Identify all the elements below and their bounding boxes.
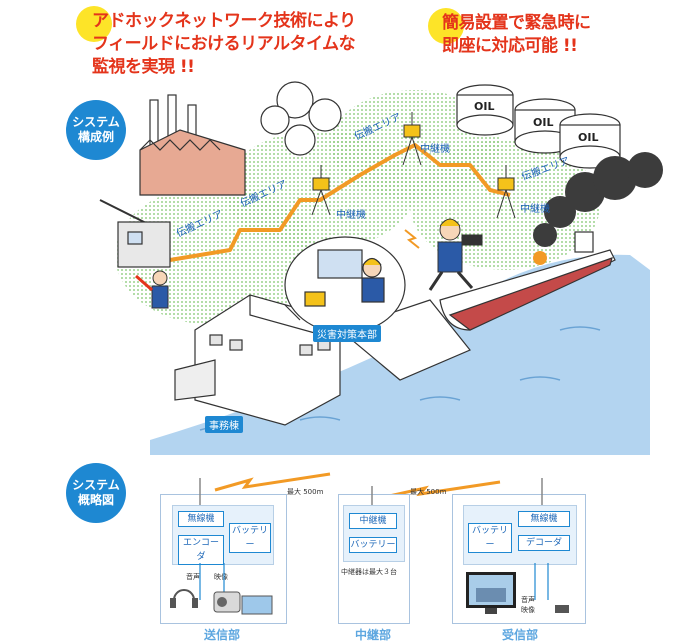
sender-video-label: 映像 <box>214 573 228 581</box>
radio-link-2 <box>379 480 501 500</box>
relay-note: 中継器は最大３台 <box>341 568 397 576</box>
headline-highlight-right <box>428 8 464 44</box>
cameraman-figure <box>428 218 483 291</box>
sender-audio-label: 音声 <box>186 573 200 581</box>
section-system-overview: システム 概略図 <box>66 463 126 523</box>
receiver-decoder-box: デコーダ <box>518 535 570 551</box>
receiver-video-label: 映像 <box>521 606 535 614</box>
network-route <box>169 143 511 262</box>
radio-link-1 <box>214 472 331 492</box>
relay-station <box>402 112 422 166</box>
relay-label: 中継機 <box>336 210 366 221</box>
relay-station <box>496 165 516 219</box>
office-label: 事務棟 <box>205 416 243 433</box>
relay-title: 中継部 <box>354 628 391 642</box>
office-building <box>174 294 341 426</box>
oil-tanks <box>456 84 621 169</box>
headline-right: 簡易設置で緊急時に 即座に対応可能 !! <box>442 13 591 56</box>
max-range-1: 最大 500m <box>287 488 324 496</box>
relay-label: 中継機 <box>420 144 450 155</box>
gas-tanks <box>260 81 342 156</box>
headset-icon <box>173 589 195 601</box>
factory <box>139 94 246 196</box>
receiver-battery-box: バッテリー <box>468 523 512 553</box>
max-range-2: 最大 500m <box>410 488 447 496</box>
receiver-radio-box: 無線機 <box>518 511 570 527</box>
headline-highlight-left <box>76 6 112 42</box>
sender-battery-box: バッテリー <box>229 523 271 553</box>
relay-radio-box: 中継機 <box>349 513 397 529</box>
section-system-example: システム 構成例 <box>66 100 126 160</box>
headline-left: アドホックネットワーク技術により フィールドにおけるリアルタイムな 監視を実現 … <box>92 11 356 77</box>
camera-screen-icon <box>241 595 273 615</box>
oil-tank-label: OIL <box>474 100 495 113</box>
relay-station <box>311 165 331 216</box>
relay-battery-box: バッテリー <box>349 537 397 553</box>
oil-tank-label: OIL <box>533 116 554 129</box>
hq-label: 災害対策本部 <box>313 325 381 342</box>
fire <box>533 251 547 265</box>
sender-radio-box: 無線機 <box>178 511 224 527</box>
sender-title: 送信部 <box>203 628 240 642</box>
receiver-audio-label: 音声 <box>521 596 535 604</box>
smoke <box>533 152 663 247</box>
relay-label: 中継機 <box>520 204 550 215</box>
guard-figure <box>135 270 169 309</box>
receiver-title: 受信部 <box>501 628 538 642</box>
oil-tank-label: OIL <box>578 131 599 144</box>
sender-encoder-box: エンコーダ <box>178 535 224 565</box>
gate-house <box>99 199 171 268</box>
speaker-icon <box>555 605 569 613</box>
tanker-ship <box>439 231 616 331</box>
